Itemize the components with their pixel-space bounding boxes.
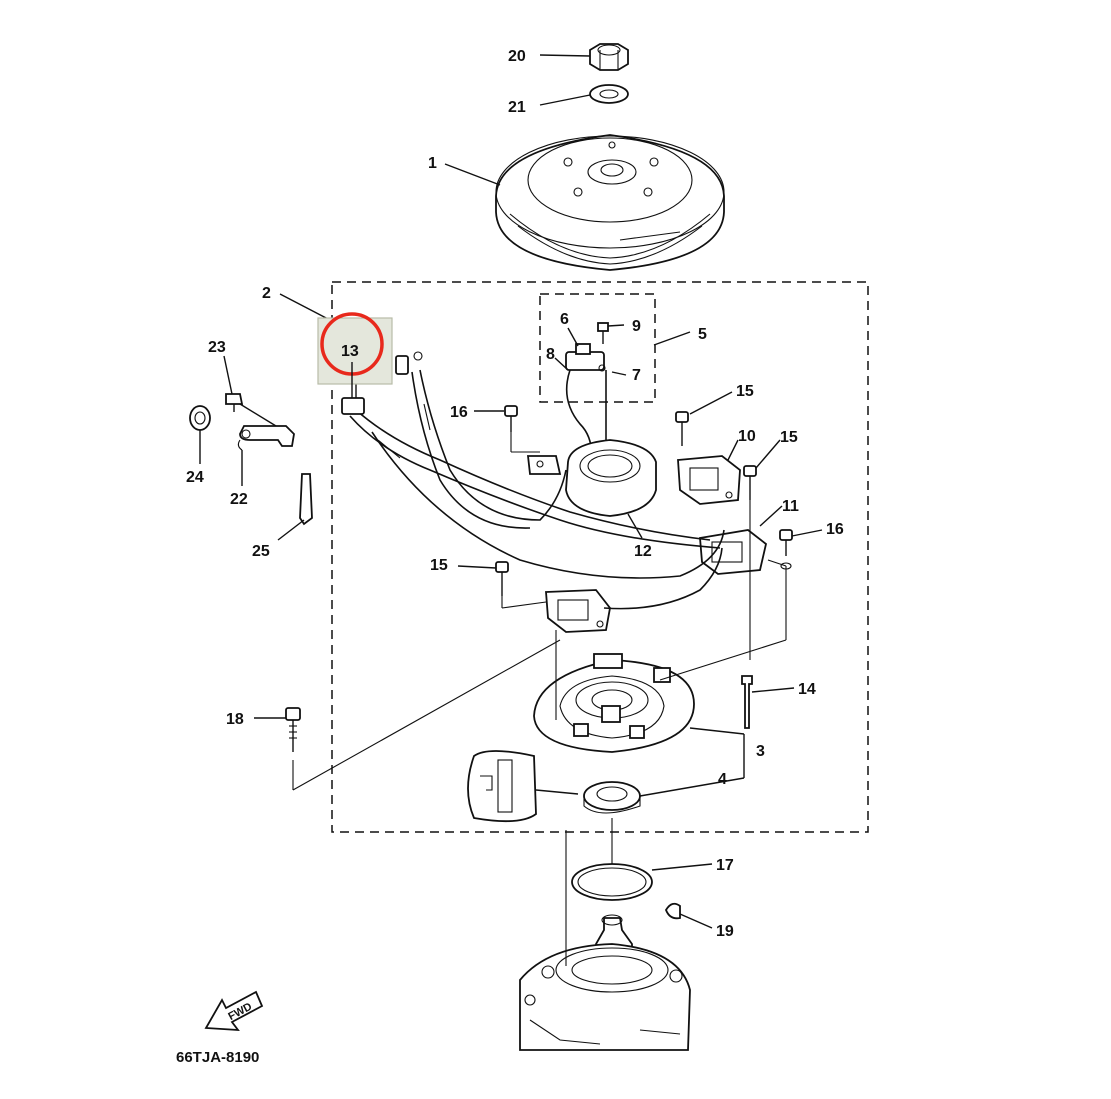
callout-17[interactable]: 17 bbox=[716, 857, 734, 874]
callout-15c[interactable]: 15 bbox=[430, 557, 448, 574]
callout-12[interactable]: 12 bbox=[634, 543, 652, 560]
screw-15a-part[interactable] bbox=[675, 411, 689, 446]
callout-22[interactable]: 22 bbox=[230, 491, 248, 508]
fwd-arrow-icon: FWD bbox=[204, 990, 264, 1032]
screw-16b-part[interactable] bbox=[779, 529, 793, 556]
crankcase-part bbox=[519, 914, 691, 1051]
screw-16a-part[interactable] bbox=[504, 405, 518, 432]
callout-25[interactable]: 25 bbox=[252, 543, 270, 560]
callout-4[interactable]: 4 bbox=[718, 771, 727, 788]
callout-21[interactable]: 21 bbox=[508, 99, 526, 116]
base-plate-part[interactable] bbox=[533, 653, 695, 753]
coil-12-part[interactable] bbox=[526, 439, 657, 517]
callout-16b[interactable]: 16 bbox=[826, 521, 844, 538]
leader-lines bbox=[199, 54, 823, 966]
washer-part[interactable] bbox=[589, 84, 629, 104]
drawing-code: 66TJA-8190 bbox=[176, 1049, 259, 1066]
oil-seal-part[interactable] bbox=[583, 781, 641, 814]
strap-25-part[interactable] bbox=[299, 473, 313, 526]
pin-14-part[interactable] bbox=[741, 675, 753, 729]
callout-15a[interactable]: 15 bbox=[736, 383, 754, 400]
callout-15b[interactable]: 15 bbox=[780, 429, 798, 446]
callout-9[interactable]: 9 bbox=[632, 318, 641, 335]
grommet-24-part[interactable] bbox=[189, 405, 211, 431]
callout-23[interactable]: 23 bbox=[208, 339, 226, 356]
pulser-coil-part[interactable] bbox=[565, 343, 607, 471]
o-ring-part[interactable] bbox=[571, 863, 653, 901]
subassembly-dashed-box bbox=[539, 293, 656, 403]
callout-18[interactable]: 18 bbox=[226, 711, 244, 728]
callout-14[interactable]: 14 bbox=[798, 681, 816, 698]
callout-19[interactable]: 19 bbox=[716, 923, 734, 940]
callout-2[interactable]: 2 bbox=[262, 285, 271, 302]
wire-harness-part[interactable] bbox=[341, 351, 725, 610]
bolt-18-part[interactable] bbox=[285, 707, 301, 752]
nut-part[interactable] bbox=[589, 43, 629, 71]
callout-10[interactable]: 10 bbox=[738, 428, 756, 445]
assembly-dashed-box bbox=[331, 281, 869, 833]
seal-detail-callout bbox=[467, 750, 579, 823]
callout-13[interactable]: 13 bbox=[341, 343, 359, 360]
callout-3[interactable]: 3 bbox=[756, 743, 765, 760]
screw-23-part[interactable] bbox=[225, 393, 244, 412]
callout-5[interactable]: 5 bbox=[698, 326, 707, 343]
callout-7[interactable]: 7 bbox=[632, 367, 641, 384]
fwd-label: FWD bbox=[226, 1001, 254, 1023]
screw-15b-part[interactable] bbox=[743, 465, 757, 500]
coil-lower-part[interactable] bbox=[545, 589, 611, 633]
flywheel-part[interactable] bbox=[495, 134, 725, 271]
bracket-22-part[interactable] bbox=[237, 425, 295, 451]
coil-10-part[interactable] bbox=[677, 455, 741, 505]
callout-24[interactable]: 24 bbox=[186, 469, 204, 486]
callout-16a[interactable]: 16 bbox=[450, 404, 468, 421]
callout-8[interactable]: 8 bbox=[546, 346, 555, 363]
callout-20[interactable]: 20 bbox=[508, 48, 526, 65]
screw-9-part[interactable] bbox=[597, 322, 609, 344]
screw-15c-part[interactable] bbox=[495, 561, 509, 596]
callout-11[interactable]: 11 bbox=[782, 498, 799, 515]
key-19-part[interactable] bbox=[664, 902, 681, 920]
callout-6[interactable]: 6 bbox=[560, 311, 569, 328]
coil-11-part[interactable] bbox=[699, 529, 792, 575]
callout-1[interactable]: 1 bbox=[428, 155, 437, 172]
